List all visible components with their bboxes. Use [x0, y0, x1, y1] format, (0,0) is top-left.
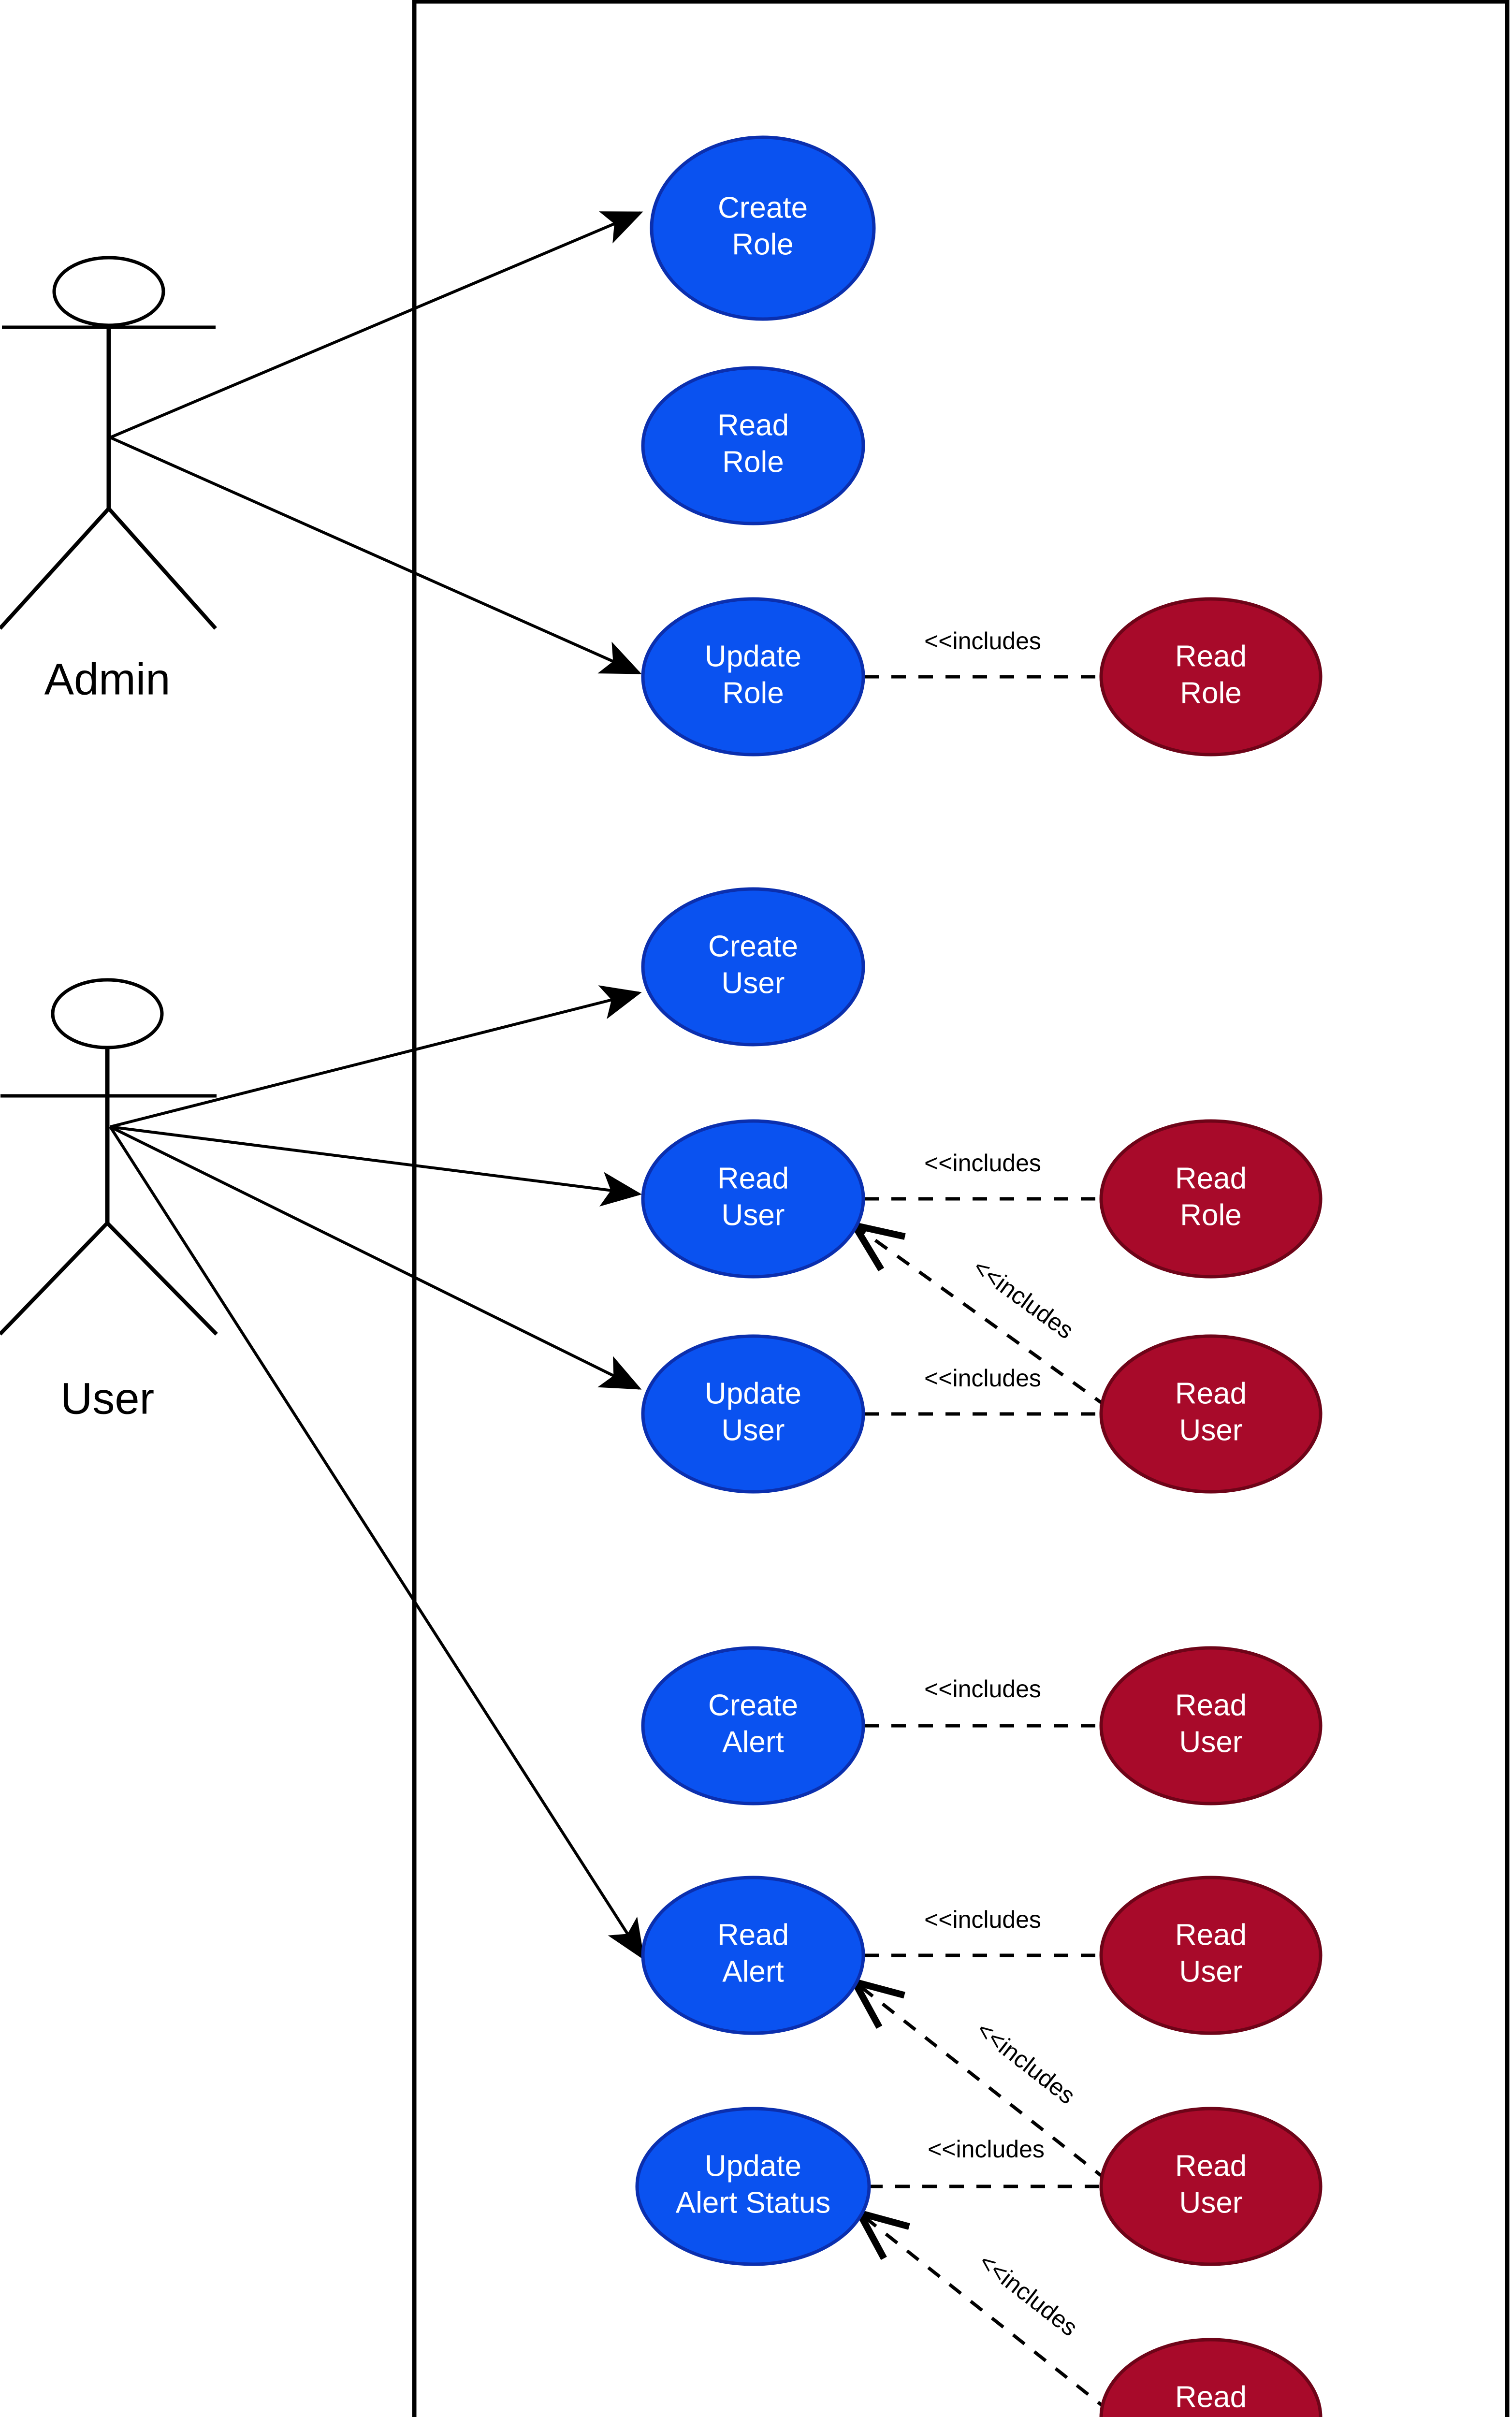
actor-leg-left-icon: [0, 1222, 109, 1336]
use-case-ellipse[interactable]: [641, 1646, 865, 1805]
use-case-ellipse[interactable]: [1099, 1119, 1323, 1279]
use-case-ellipse[interactable]: [1099, 1334, 1323, 1494]
actor-label: User: [60, 1374, 154, 1423]
use-case-ellipse[interactable]: [1099, 2338, 1323, 2417]
use-case-ellipse[interactable]: [1099, 2107, 1323, 2266]
system-boundary-layer: [412, 0, 1510, 2417]
association-line: [110, 985, 642, 1128]
use-case-ellipse[interactable]: [641, 1119, 865, 1279]
association-line: [109, 211, 643, 439]
association-line: [109, 1125, 642, 1390]
include-stereotype-label: <<includes: [924, 627, 1041, 655]
use-case-ellipse[interactable]: [635, 2107, 871, 2266]
use-case-ellipse[interactable]: [641, 366, 865, 525]
use-case-ellipse[interactable]: [641, 887, 865, 1047]
association-line: [110, 1125, 642, 1207]
use-case-ellipse[interactable]: [641, 1876, 865, 2035]
actor-leg-left-icon: [0, 507, 110, 630]
use-case-ellipse[interactable]: [1099, 597, 1323, 757]
actor-admin[interactable]: Admin: [0, 256, 217, 704]
actor-leg-right-icon: [107, 507, 217, 630]
include-stereotype-label: <<includes: [924, 1906, 1041, 1933]
include-stereotype-label: <<includes: [928, 2136, 1045, 2163]
use-case-ellipse[interactable]: [1099, 1646, 1323, 1805]
use-case-ellipse[interactable]: [650, 135, 876, 321]
include-stereotype-label: <<includes: [924, 1365, 1041, 1392]
use-case-ellipse[interactable]: [641, 1334, 865, 1494]
actor-user[interactable]: User: [0, 978, 218, 1423]
actor-leg-right-icon: [106, 1222, 218, 1336]
use-case-ellipse[interactable]: [1099, 1876, 1323, 2035]
actor-label: Admin: [44, 655, 171, 704]
association-layer: [109, 211, 645, 1961]
use-case-ellipse[interactable]: [641, 597, 865, 757]
association-line: [109, 436, 642, 674]
system-boundary-box: [412, 0, 1510, 2417]
association-line: [109, 1126, 645, 1961]
include-stereotype-label: <<includes: [924, 1675, 1041, 1703]
include-stereotype-label: <<includes: [924, 1150, 1041, 1177]
